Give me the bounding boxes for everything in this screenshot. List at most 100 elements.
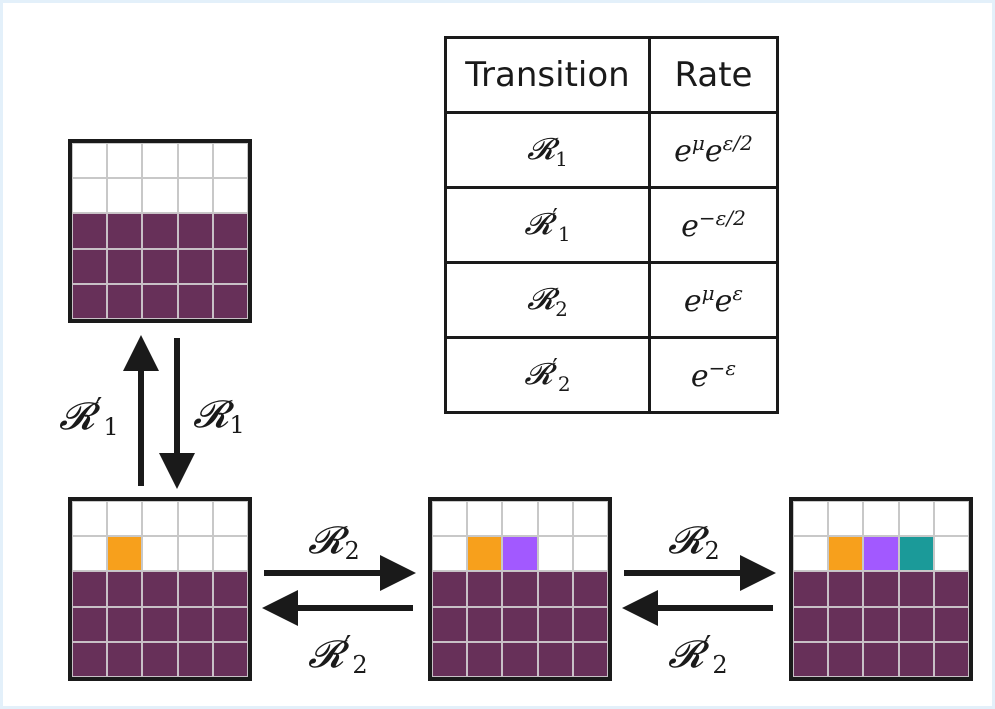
filled-cell: [933, 571, 969, 607]
empty-cell: [933, 536, 969, 572]
filled-cell: [107, 248, 143, 284]
empty-cell: [177, 501, 213, 537]
filled-cell: [572, 641, 608, 677]
filled-cell: [142, 213, 178, 249]
empty-cell: [72, 178, 108, 214]
filled-cell: [828, 606, 864, 642]
filled-cell: [142, 641, 178, 677]
orange-particle-cell: [467, 536, 503, 572]
empty-cell: [72, 143, 108, 179]
empty-cell: [828, 501, 864, 537]
filled-cell: [212, 641, 248, 677]
filled-cell: [793, 641, 829, 677]
filled-cell: [432, 641, 468, 677]
empty-cell: [212, 501, 248, 537]
filled-cell: [863, 641, 899, 677]
empty-cell: [142, 536, 178, 572]
lattice-top: [68, 139, 252, 323]
lattice-bottom-3: [789, 497, 973, 681]
filled-cell: [432, 606, 468, 642]
filled-cell: [212, 283, 248, 319]
header-rate: Rate: [648, 36, 779, 114]
empty-cell: [142, 143, 178, 179]
filled-cell: [898, 606, 934, 642]
empty-cell: [177, 536, 213, 572]
empty-cell: [898, 501, 934, 537]
filled-cell: [537, 606, 573, 642]
filled-cell: [212, 606, 248, 642]
rate-cell: eμeε: [648, 261, 779, 339]
filled-cell: [142, 571, 178, 607]
empty-cell: [933, 501, 969, 537]
filled-cell: [793, 571, 829, 607]
orange-particle-cell: [828, 536, 864, 572]
filled-cell: [467, 606, 503, 642]
filled-cell: [107, 283, 143, 319]
filled-cell: [177, 606, 213, 642]
empty-cell: [212, 143, 248, 179]
filled-cell: [502, 606, 538, 642]
empty-cell: [432, 501, 468, 537]
empty-cell: [72, 501, 108, 537]
table-row: 𝓡1 eμeε/2: [444, 111, 779, 189]
filled-cell: [537, 641, 573, 677]
transition-cell: 𝓡2: [444, 261, 651, 339]
empty-cell: [177, 143, 213, 179]
empty-cell: [142, 501, 178, 537]
filled-cell: [828, 641, 864, 677]
filled-cell: [72, 213, 108, 249]
filled-cell: [142, 283, 178, 319]
purple-particle-cell: [863, 536, 899, 572]
label-r1-prime: 𝓡′1: [59, 392, 119, 441]
filled-cell: [72, 283, 108, 319]
empty-cell: [467, 501, 503, 537]
filled-cell: [212, 248, 248, 284]
empty-cell: [107, 178, 143, 214]
empty-cell: [793, 536, 829, 572]
lattice-bottom-1: [68, 497, 252, 681]
empty-cell: [863, 501, 899, 537]
filled-cell: [793, 606, 829, 642]
filled-cell: [177, 571, 213, 607]
filled-cell: [467, 571, 503, 607]
filled-cell: [107, 213, 143, 249]
filled-cell: [177, 641, 213, 677]
filled-cell: [142, 606, 178, 642]
filled-cell: [72, 641, 108, 677]
table-row: 𝓡2 eμeε: [444, 261, 779, 339]
header-transition: Transition: [444, 36, 651, 114]
empty-cell: [107, 501, 143, 537]
filled-cell: [107, 571, 143, 607]
rate-cell: eμeε/2: [648, 111, 779, 189]
filled-cell: [863, 606, 899, 642]
empty-cell: [142, 178, 178, 214]
rate-cell: e−ε: [648, 336, 779, 414]
table-row: 𝓡′2 e−ε: [444, 336, 779, 414]
empty-cell: [793, 501, 829, 537]
rate-cell: e−ε/2: [648, 186, 779, 264]
filled-cell: [212, 571, 248, 607]
transition-arrows: [123, 335, 776, 626]
filled-cell: [828, 571, 864, 607]
filled-cell: [177, 213, 213, 249]
filled-cell: [537, 571, 573, 607]
filled-cell: [142, 248, 178, 284]
label-r2-back-1: 𝓡′2: [308, 630, 368, 679]
filled-cell: [432, 571, 468, 607]
empty-cell: [432, 536, 468, 572]
filled-cell: [933, 606, 969, 642]
filled-cell: [177, 248, 213, 284]
filled-cell: [467, 641, 503, 677]
empty-cell: [502, 501, 538, 537]
transition-cell: 𝓡′1: [444, 186, 651, 264]
orange-particle-cell: [107, 536, 143, 572]
empty-cell: [107, 143, 143, 179]
filled-cell: [502, 641, 538, 677]
purple-particle-cell: [502, 536, 538, 572]
label-r2-forward-2: 𝓡2: [668, 518, 720, 565]
filled-cell: [72, 248, 108, 284]
filled-cell: [933, 641, 969, 677]
label-r2-back-2: 𝓡′2: [668, 630, 728, 679]
filled-cell: [72, 571, 108, 607]
